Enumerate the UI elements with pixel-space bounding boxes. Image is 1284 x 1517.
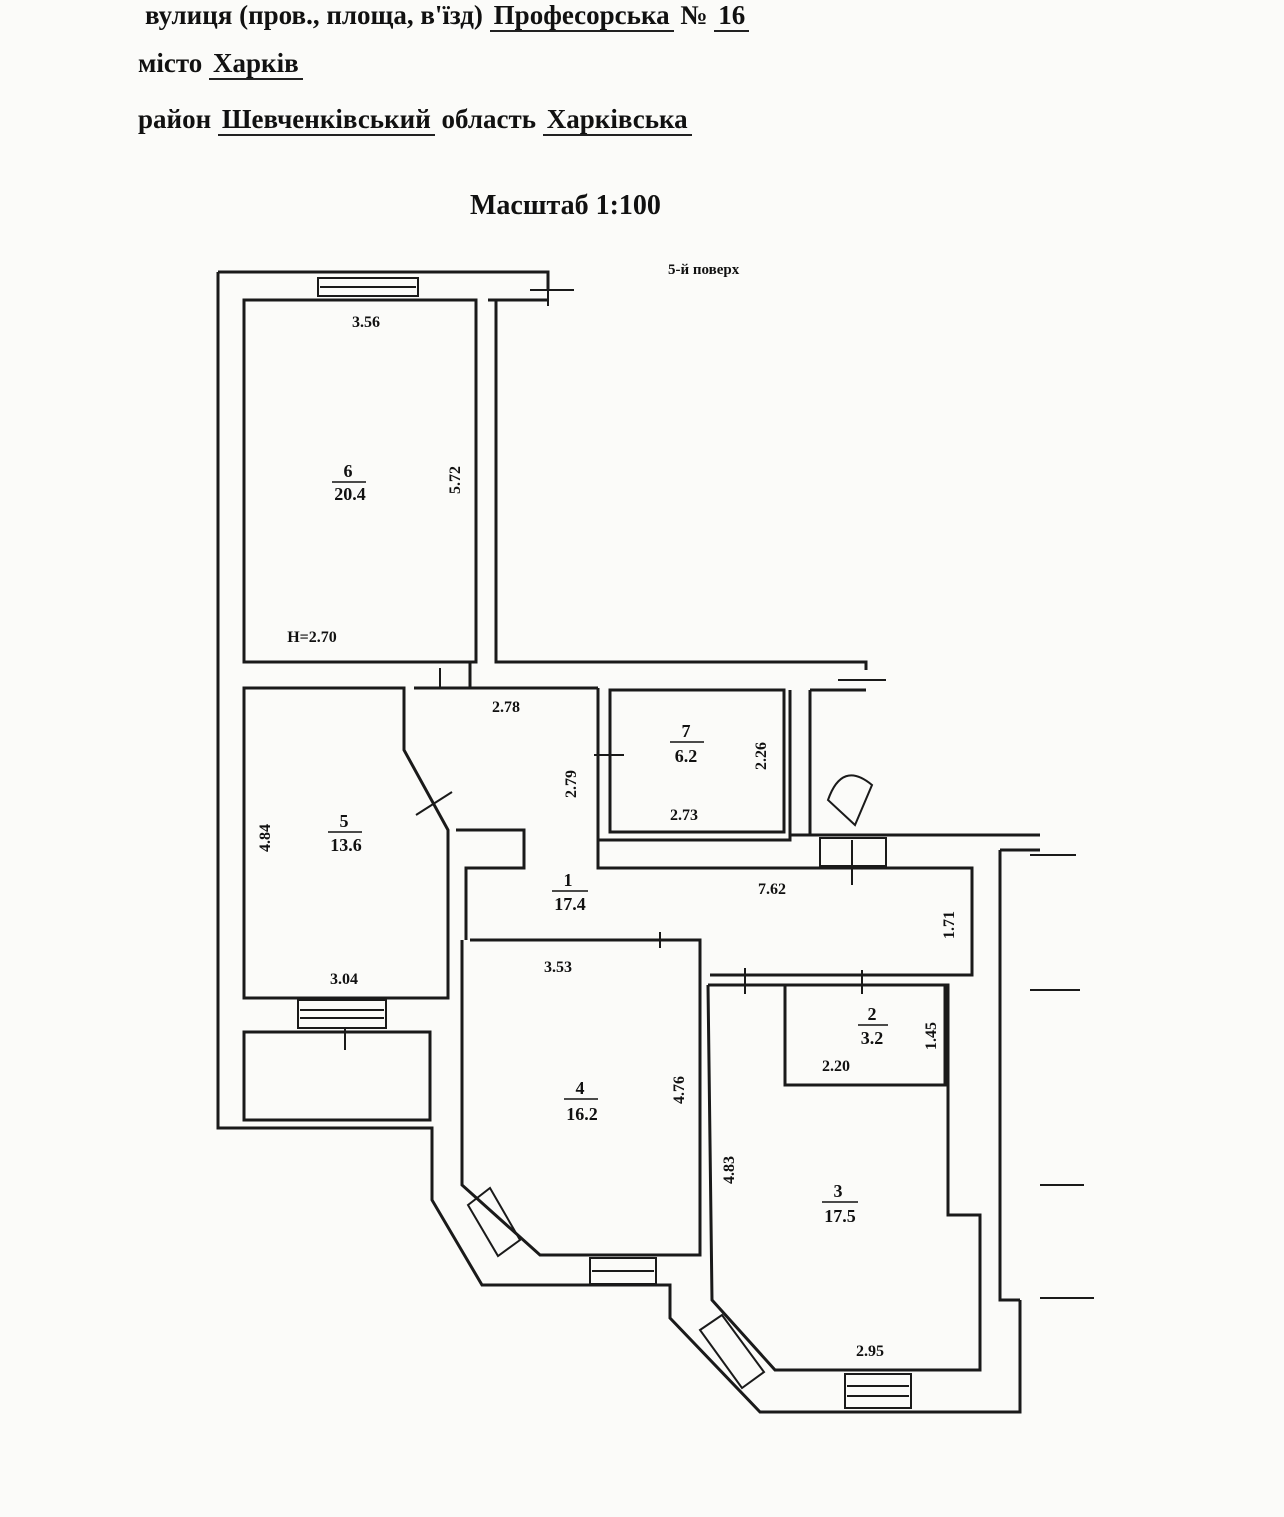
- corridor-wall-left: [456, 828, 526, 940]
- room-3-wall: [706, 983, 982, 1372]
- dim-label: 1.45: [923, 1022, 940, 1050]
- room-5-wall: [242, 686, 450, 1000]
- shaft-wall: [790, 690, 1040, 837]
- city-label: місто: [138, 48, 203, 78]
- room-3-number: 3: [834, 1181, 843, 1201]
- window-icon: [297, 999, 387, 1029]
- room-7-area: 6.2: [675, 746, 698, 766]
- dim-label: 5.72: [447, 466, 464, 494]
- room-6-number: 6: [344, 461, 353, 481]
- room-6-wall: [242, 298, 478, 664]
- room-4-wall: [460, 938, 702, 1257]
- room-4-number: 4: [576, 1078, 585, 1098]
- room-2-number: 2: [868, 1004, 877, 1024]
- window-icon: [844, 1373, 912, 1409]
- region-label: область: [441, 104, 537, 134]
- dim-label: 7.62: [758, 881, 786, 898]
- dim-label: 3.56: [352, 314, 380, 331]
- district-value: Шевченківський: [217, 104, 435, 136]
- room-2-area: 3.2: [861, 1028, 884, 1048]
- height-note: Н=2.70: [287, 629, 337, 646]
- outer-wall-right: [998, 848, 1040, 1302]
- dim-label: 2.95: [856, 1343, 884, 1360]
- dim-label: 2.26: [753, 742, 770, 770]
- address-street-row: вулиця (пров., площа, в'їзд) Професорськ…: [145, 0, 750, 32]
- corridor-wall-top: [488, 298, 868, 670]
- district-label: район: [138, 104, 212, 134]
- address-district-row: район Шевченківський область Харківська: [138, 104, 692, 136]
- room-1-area: 17.4: [554, 894, 586, 914]
- outer-wall-left: [216, 272, 1022, 1414]
- dim-label: 1.71: [941, 911, 958, 939]
- room-4-area: 16.2: [566, 1104, 598, 1124]
- city-value: Харків: [209, 48, 303, 80]
- room-5-number: 5: [340, 811, 349, 831]
- region-value: Харківська: [542, 104, 692, 136]
- dim-label: 3.53: [544, 959, 572, 976]
- room-7-wall: [608, 688, 786, 834]
- dim-label: 2.78: [492, 699, 520, 716]
- window-icon: [466, 1186, 522, 1258]
- dim-label: 3.04: [330, 971, 358, 988]
- room-6-area: 20.4: [334, 484, 366, 504]
- dim-label: 4.83: [721, 1156, 738, 1184]
- dim-label: 2.20: [822, 1058, 850, 1075]
- floor-label: 5-й поверх: [668, 262, 740, 278]
- corridor-wall: [596, 840, 974, 977]
- scale-label: Масштаб 1:100: [470, 190, 661, 221]
- room-1-number: 1: [564, 870, 573, 890]
- balcony-wall: [242, 1030, 432, 1122]
- hall-wall: [414, 662, 600, 835]
- dim-label: 4.76: [671, 1076, 688, 1104]
- room-3-area: 17.5: [824, 1206, 856, 1226]
- dim-label: 2.73: [670, 807, 698, 824]
- shaft-icon: [826, 774, 874, 827]
- number-label: №: [680, 0, 708, 30]
- window-icon: [698, 1313, 766, 1390]
- room-7-number: 7: [682, 721, 691, 741]
- street-value: Професорська: [489, 0, 674, 32]
- address-city-row: місто Харків: [138, 48, 303, 80]
- number-value: 16: [714, 0, 750, 32]
- street-label: вулиця (пров., площа, в'їзд): [145, 0, 483, 30]
- room-7-outer: [596, 688, 866, 842]
- room-5-area: 13.6: [330, 835, 362, 855]
- dim-label: 2.79: [563, 770, 580, 798]
- dim-label: 4.84: [257, 824, 274, 852]
